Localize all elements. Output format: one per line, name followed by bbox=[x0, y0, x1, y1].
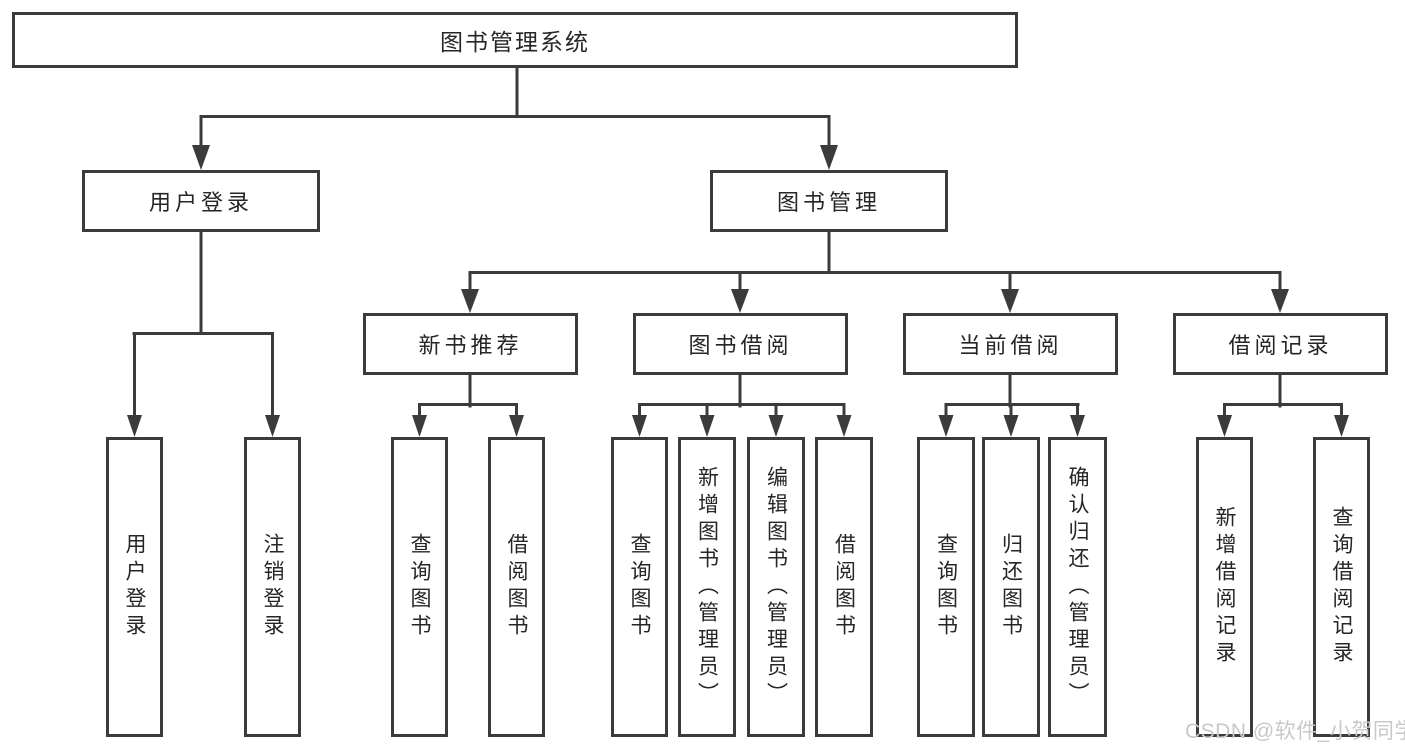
node-leaf-query-books-recommend: 查询图书 bbox=[391, 437, 448, 737]
node-root-label: 图书管理系统 bbox=[440, 29, 590, 55]
node-leaf-borrow-books-recommend: 借阅图书 bbox=[488, 437, 545, 737]
node-book-management-label: 图书管理 bbox=[776, 190, 881, 215]
node-leaf-add-borrow-record-label: 新增借阅记录 bbox=[1213, 506, 1236, 668]
node-leaf-edit-books-admin-label: 编辑图书（管理员） bbox=[764, 465, 788, 709]
node-leaf-query-books-recommend-label: 查询图书 bbox=[408, 533, 431, 641]
node-leaf-logout: 注销登录 bbox=[244, 437, 301, 737]
node-current-borrowing: 当前借阅 bbox=[903, 313, 1118, 375]
node-leaf-return-books-label: 归还图书 bbox=[999, 533, 1023, 641]
node-leaf-query-books-borrow-label: 查询图书 bbox=[628, 533, 651, 641]
node-leaf-query-books-borrow: 查询图书 bbox=[611, 437, 668, 737]
node-book-borrowing-label: 图书借阅 bbox=[688, 333, 793, 358]
node-leaf-edit-books-admin: 编辑图书（管理员） bbox=[747, 437, 805, 737]
csdn-watermark: CSDN @软件_小贺同学 bbox=[1185, 720, 1405, 743]
node-leaf-borrow-books-borrow: 借阅图书 bbox=[815, 437, 873, 737]
node-leaf-query-borrow-record: 查询借阅记录 bbox=[1313, 437, 1370, 737]
node-leaf-user-login: 用户登录 bbox=[106, 437, 163, 737]
node-leaf-add-books-admin: 新增图书（管理员） bbox=[678, 437, 736, 737]
node-leaf-query-books-current-label: 查询图书 bbox=[934, 533, 958, 641]
node-leaf-query-borrow-record-label: 查询借阅记录 bbox=[1330, 506, 1353, 668]
node-new-book-recommendation-label: 新书推荐 bbox=[418, 333, 523, 358]
node-leaf-borrow-books-recommend-label: 借阅图书 bbox=[505, 533, 528, 641]
arrow-down-icons bbox=[127, 145, 1349, 437]
node-leaf-return-books: 归还图书 bbox=[982, 437, 1040, 737]
node-new-book-recommendation: 新书推荐 bbox=[363, 313, 578, 375]
node-user-login-label: 用户登录 bbox=[148, 190, 253, 215]
node-leaf-query-books-current: 查询图书 bbox=[917, 437, 975, 737]
node-book-management: 图书管理 bbox=[710, 170, 948, 232]
node-user-login: 用户登录 bbox=[82, 170, 320, 232]
node-leaf-add-borrow-record: 新增借阅记录 bbox=[1196, 437, 1253, 737]
node-current-borrowing-label: 当前借阅 bbox=[958, 333, 1063, 358]
node-root: 图书管理系统 bbox=[12, 12, 1018, 68]
node-leaf-add-books-admin-label: 新增图书（管理员） bbox=[695, 465, 719, 709]
node-borrowing-records: 借阅记录 bbox=[1173, 313, 1388, 375]
node-leaf-logout-label: 注销登录 bbox=[261, 533, 284, 641]
node-book-borrowing: 图书借阅 bbox=[633, 313, 848, 375]
node-leaf-borrow-books-borrow-label: 借阅图书 bbox=[832, 533, 856, 641]
node-borrowing-records-label: 借阅记录 bbox=[1228, 333, 1333, 358]
node-leaf-confirm-return-admin-label: 确认归还（管理员） bbox=[1066, 465, 1089, 709]
node-leaf-user-login-label: 用户登录 bbox=[123, 533, 146, 641]
node-leaf-confirm-return-admin: 确认归还（管理员） bbox=[1048, 437, 1107, 737]
